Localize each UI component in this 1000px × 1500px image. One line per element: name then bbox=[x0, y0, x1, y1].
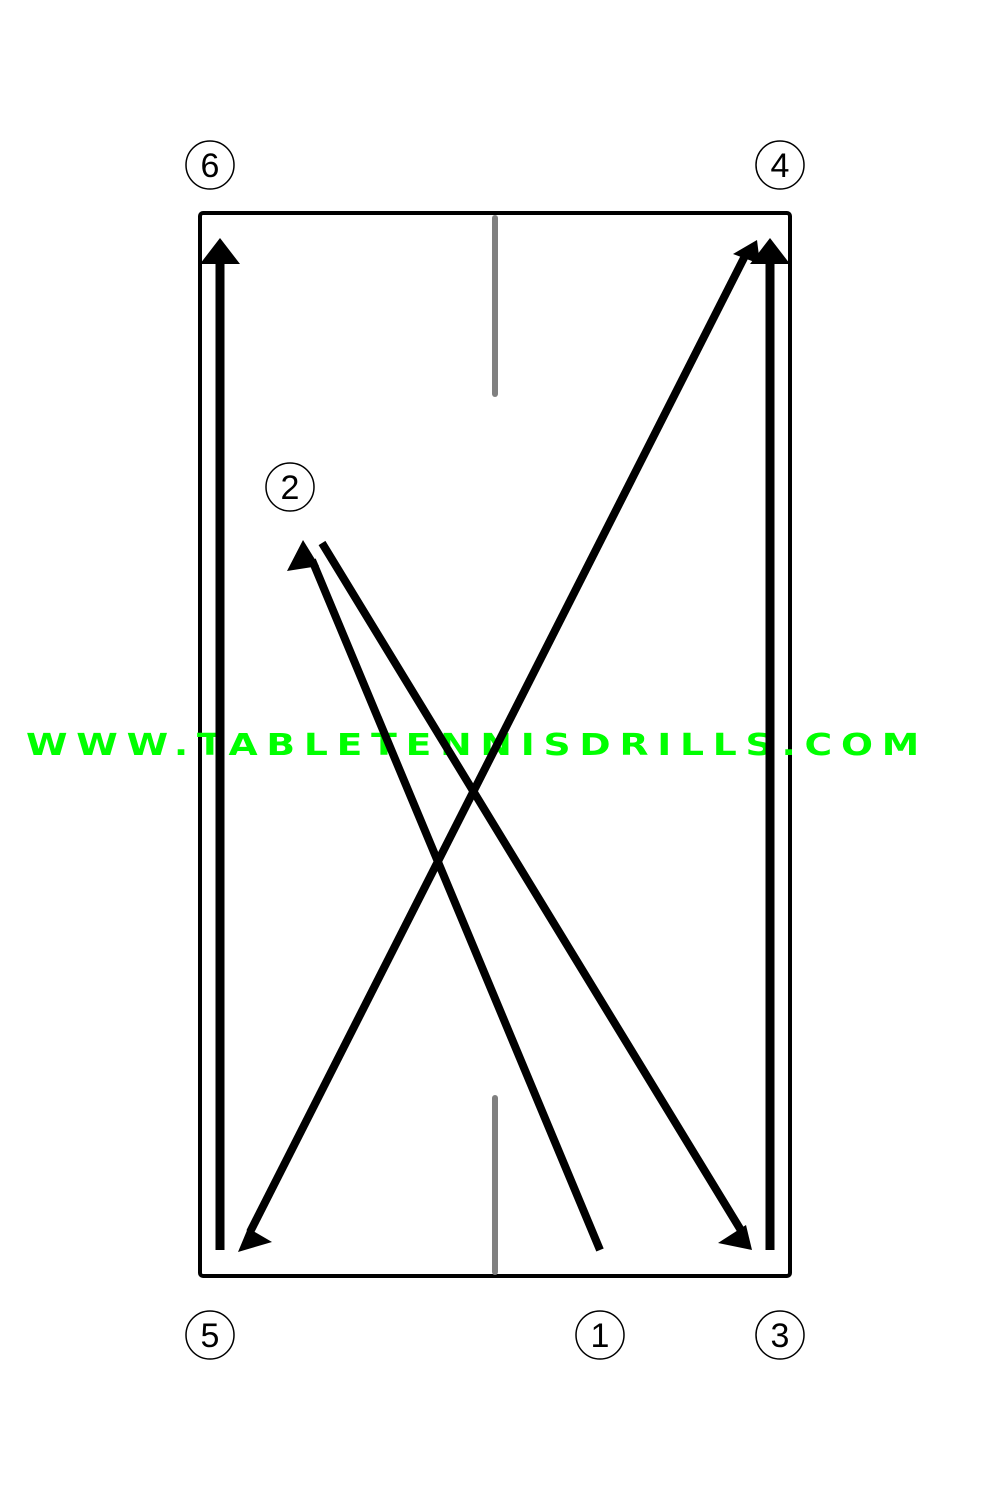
watermark-text: WWW.TABLETENNISDRILLS.COM bbox=[26, 728, 928, 763]
marker-ring bbox=[265, 462, 315, 512]
marker-5: 5 bbox=[185, 1310, 235, 1360]
marker-label: 1 bbox=[591, 1317, 610, 1355]
marker-ring bbox=[185, 140, 235, 190]
marker-2: 2 bbox=[265, 462, 315, 512]
marker-label: 4 bbox=[771, 147, 790, 185]
marker-6: 6 bbox=[185, 140, 235, 190]
marker-ring bbox=[755, 140, 805, 190]
marker-ring bbox=[575, 1310, 625, 1360]
shot-arrow-2-to-3 bbox=[318, 540, 752, 1250]
marker-label: 6 bbox=[201, 147, 220, 185]
marker-4: 4 bbox=[755, 140, 805, 190]
shot-arrow-4-to-5 bbox=[238, 240, 760, 1252]
marker-1: 1 bbox=[575, 1310, 625, 1360]
shot-arrow-1-to-2 bbox=[287, 540, 604, 1252]
shot-arrow-3-to-4 bbox=[750, 238, 790, 1250]
shot-arrow-5-to-6 bbox=[200, 238, 240, 1250]
marker-3: 3 bbox=[755, 1310, 805, 1360]
marker-ring bbox=[185, 1310, 235, 1360]
shot-arrows bbox=[200, 238, 790, 1252]
marker-ring bbox=[755, 1310, 805, 1360]
table-outline bbox=[198, 211, 792, 1278]
marker-label: 5 bbox=[201, 1317, 220, 1355]
marker-label: 3 bbox=[771, 1317, 790, 1355]
marker-label: 2 bbox=[281, 469, 300, 507]
